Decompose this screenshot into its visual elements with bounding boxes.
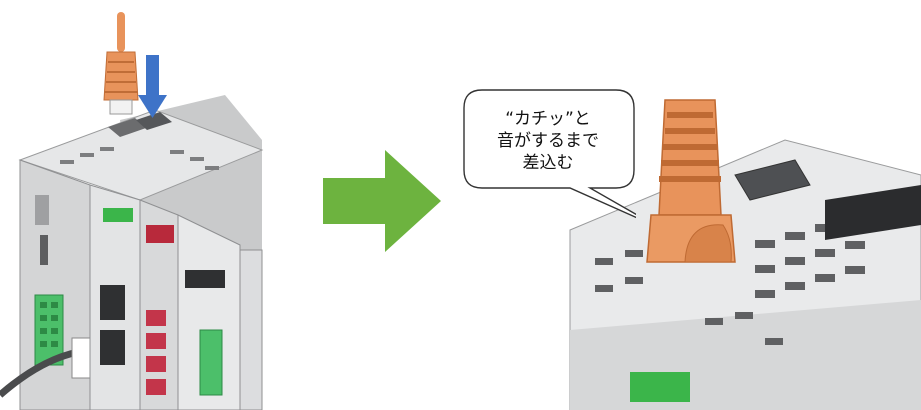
callout-line-1: “カチッ”と (505, 108, 591, 129)
callout-line-3: 差込む (522, 152, 574, 173)
io-module-3 (177, 214, 241, 410)
green-strip (630, 372, 690, 402)
boot-ribs (105, 61, 137, 93)
rj45-plug-head (109, 99, 133, 115)
orange-rj45-boot (103, 51, 139, 101)
plc-before-insertion (0, 12, 264, 410)
down-arrow-icon (138, 55, 167, 118)
green-module-cap (103, 208, 133, 222)
sd-slot (40, 235, 48, 265)
green-terminal-block (34, 294, 64, 366)
callout-line-2: 音がするまで (497, 130, 599, 151)
connector-socket-2 (100, 330, 125, 365)
io-module-4 (239, 249, 263, 410)
red-terminals (146, 310, 166, 395)
status-led-panel (35, 195, 49, 225)
terminal-screws (40, 302, 58, 347)
connector-socket-1 (100, 285, 125, 320)
callout-text: “カチッ”と 音がするまで 差込む (468, 93, 628, 188)
ethernet-port-empty (734, 159, 811, 201)
top-vents (60, 147, 219, 170)
connector-cable (117, 12, 125, 52)
callout-bubble (463, 89, 636, 219)
plc-after-insertion (569, 99, 921, 410)
green-terminal-block-2 (199, 329, 223, 396)
red-module-cap (146, 225, 174, 243)
dark-rail (825, 185, 921, 240)
right-arrow-icon (323, 150, 441, 252)
inserted-rj45-connector (646, 99, 736, 263)
cable-label (71, 337, 91, 379)
zoomed-vents (595, 224, 865, 345)
gray-cable (0, 348, 79, 398)
module-display (185, 270, 225, 288)
ethernet-port-1 (108, 118, 146, 137)
ethernet-port-2 (136, 112, 172, 130)
